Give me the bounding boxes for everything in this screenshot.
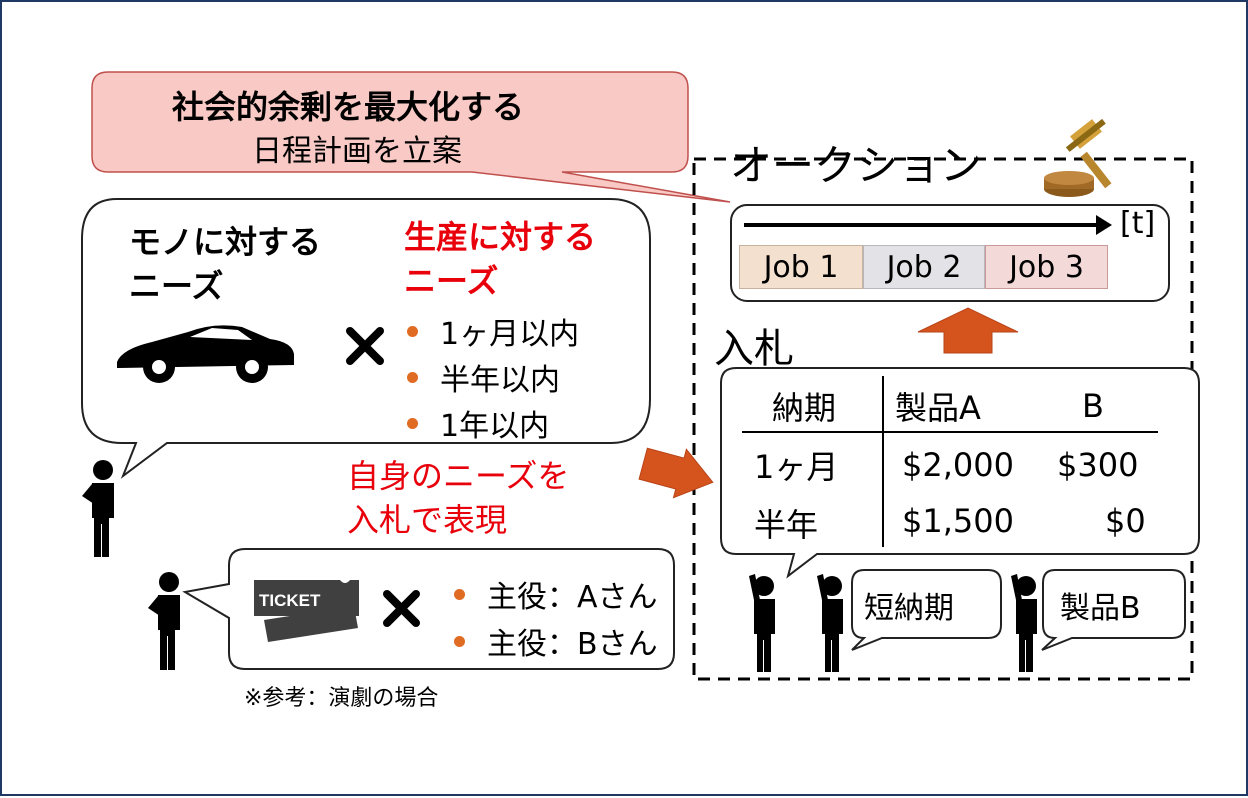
bullet-dot	[407, 325, 418, 337]
table-header-delivery: 納期	[772, 389, 837, 427]
auction-title: オークション	[730, 141, 983, 190]
table-row-1-product-a: $2,000	[902, 446, 1014, 484]
bullet-dot	[407, 371, 418, 383]
short-lead-label: 短納期	[864, 591, 954, 626]
svg-text:TICKET: TICKET	[259, 591, 321, 610]
express-needs-text: 自身のニーズを 入札で表現	[347, 454, 569, 542]
bullet-dot	[407, 417, 418, 429]
job-block-2: Job 2	[863, 245, 985, 289]
timeframe-item-2: 半年以内	[407, 355, 560, 399]
gavel-icon	[1044, 118, 1112, 197]
timeframe-item-1: 1ヶ月以内	[407, 309, 579, 353]
ticket-icon: TICKET	[254, 580, 359, 642]
bidder-icon-2	[817, 574, 843, 672]
bidder-icon-3	[1011, 574, 1037, 672]
multiply-icon	[346, 327, 384, 365]
express-needs-line-2: 入札で表現	[347, 501, 508, 539]
cast-item-1: 主役：Aさん	[454, 572, 658, 616]
bullet-dot	[454, 588, 465, 600]
goods-needs-line-1: モノに対する	[129, 223, 322, 261]
callout-title: 社会的余剰を最大化する	[172, 88, 525, 126]
job-block-1: Job 1	[739, 245, 863, 289]
product-b-label: 製品B	[1060, 591, 1141, 626]
table-header-product-a: 製品A	[895, 389, 981, 427]
table-row-2-product-b: $0	[1105, 502, 1146, 540]
table-row-2-product-a: $1,500	[902, 502, 1014, 540]
cast-label: 主役：Aさん	[487, 580, 658, 615]
goods-needs-title: モノに対する ニーズ	[129, 220, 321, 308]
up-arrow	[917, 307, 1019, 354]
bid-label: 入札	[714, 326, 794, 372]
person-icon-ticket	[148, 572, 180, 670]
production-needs-line-2: ニーズ	[404, 262, 499, 300]
table-row-2-delivery: 半年	[754, 506, 819, 544]
timeframe-label: 1ヶ月以内	[440, 317, 580, 352]
timeframe-label: 半年以内	[440, 363, 560, 398]
callout-subtitle: 日程計画を立案	[252, 134, 462, 169]
cast-label: 主役：Bさん	[487, 627, 658, 662]
multiply-icon-ticket	[383, 590, 420, 627]
sports-car-icon	[117, 325, 294, 383]
table-row-1-delivery: 1ヶ月	[754, 448, 839, 486]
table-header-product-b: B	[1082, 387, 1104, 425]
express-needs-line-1: 自身のニーズを	[347, 457, 570, 495]
bullet-dot	[454, 635, 465, 647]
person-icon-left	[82, 460, 114, 557]
goods-needs-line-2: ニーズ	[129, 267, 224, 305]
cast-item-2: 主役：Bさん	[454, 619, 658, 663]
bidder-icon-1	[749, 574, 775, 672]
production-needs-line-1: 生産に対する	[404, 218, 597, 256]
job-block-3: Job 3	[985, 245, 1108, 289]
time-axis-label: [t]	[1120, 206, 1156, 241]
time-arrow-head	[1096, 215, 1112, 235]
right-arrow	[638, 447, 714, 499]
reference-note: ※参考：演劇の場合	[244, 686, 439, 711]
timeframe-item-3: 1年以内	[407, 401, 549, 445]
table-row-1-product-b: $300	[1057, 446, 1139, 484]
timeframe-label: 1年以内	[440, 409, 550, 444]
production-needs-title: 生産に対する ニーズ	[404, 215, 596, 303]
